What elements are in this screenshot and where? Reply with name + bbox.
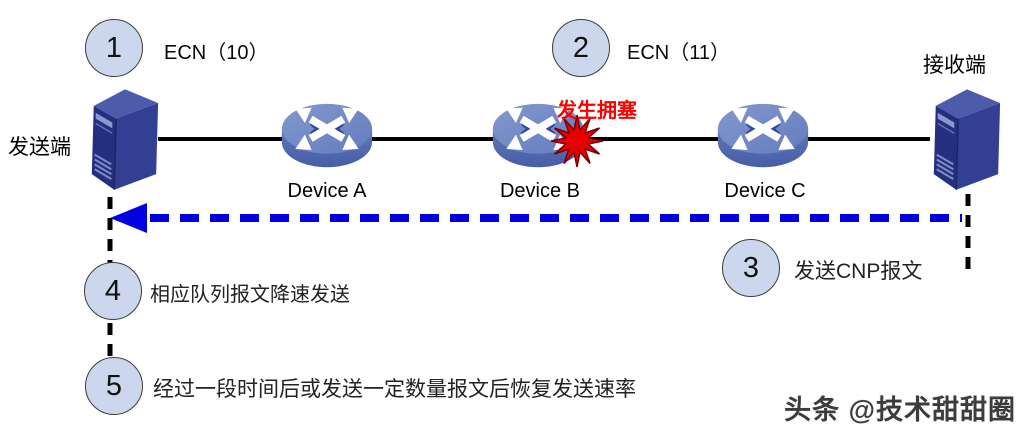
step-4-number: 4 xyxy=(104,274,122,307)
router-icon-device-c xyxy=(718,104,808,167)
watermark-text: 头条 @技术甜甜圈 xyxy=(784,395,1016,425)
step-2-label: ECN（11） xyxy=(627,42,730,64)
congestion-burst-icon xyxy=(550,114,604,168)
sender-server-icon xyxy=(90,88,160,191)
step-5-number: 5 xyxy=(105,369,123,402)
step-3-badge: 3 xyxy=(722,239,780,297)
step-3-number: 3 xyxy=(742,251,760,284)
step-5-label: 经过一段时间后或发送一定数量报文后恢复发送速率 xyxy=(153,378,636,401)
device-b-label: Device B xyxy=(499,180,581,202)
step-3-label: 发送CNP报文 xyxy=(794,260,923,283)
step-1-number: 1 xyxy=(105,31,123,64)
step-1-badge: 1 xyxy=(85,19,143,77)
device-a-label: Device A xyxy=(287,180,367,202)
receiver-label: 接收端 xyxy=(923,54,986,77)
step-2-number: 2 xyxy=(572,31,590,64)
step-4-label: 相应队列报文降速发送 xyxy=(150,284,350,306)
step-2-badge: 2 xyxy=(552,19,610,77)
sender-label: 发送端 xyxy=(8,136,71,159)
cnp-feedback-arrowhead-icon xyxy=(110,203,147,233)
congestion-label: 发生拥塞 xyxy=(557,100,637,122)
step-5-badge: 5 xyxy=(85,357,143,415)
receiver-server-icon xyxy=(932,88,1002,191)
device-c-label: Device C xyxy=(724,180,806,202)
step-4-badge: 4 xyxy=(84,262,142,320)
step-1-label: ECN（10） xyxy=(164,42,269,64)
router-icon-device-a xyxy=(282,104,372,167)
